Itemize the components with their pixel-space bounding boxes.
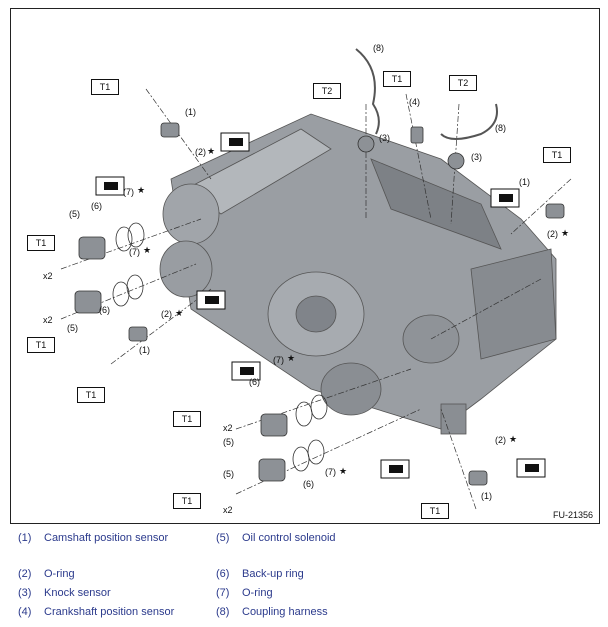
legend-text: O-ring (44, 568, 75, 580)
callout-2: (2) (547, 229, 558, 239)
callout-7: (7) (123, 187, 134, 197)
torque-label-t2: T2 (313, 83, 341, 99)
legend-number: (8) (216, 606, 230, 618)
torque-label-t1: T1 (543, 147, 571, 163)
callout-8: (8) (373, 43, 384, 53)
callout-5: (5) (223, 437, 234, 447)
callout-6: (6) (303, 479, 314, 489)
torque-label-t2: T2 (449, 75, 477, 91)
torque-label-t1: T1 (27, 235, 55, 251)
qty-x2: x2 (223, 423, 233, 433)
legend-number: (2) (18, 568, 32, 580)
legend-item: (7) O-ring (216, 587, 273, 601)
qty-x2: x2 (43, 315, 53, 325)
torque-label-t1: T1 (173, 411, 201, 427)
qty-x2: x2 (43, 271, 53, 281)
oil-can-glyphs (104, 138, 539, 473)
callout-2: (2) (195, 147, 206, 157)
star-mark: ★ (137, 185, 146, 195)
callout-6: (6) (249, 377, 260, 387)
torque-label-t1: T1 (173, 493, 201, 509)
legend-text: Knock sensor (44, 587, 111, 599)
legend-item: (6) Back-up ring (216, 568, 304, 582)
figure-code: FU-21356 (552, 510, 593, 520)
legend-text: Camshaft position sensor (44, 532, 169, 544)
torque-label-t1: T1 (91, 79, 119, 95)
callout-1: (1) (519, 177, 530, 187)
torque-label-t1: T1 (77, 387, 105, 403)
legend-item: (5) Oil control solenoid (216, 532, 336, 546)
star-mark: ★ (287, 353, 296, 363)
star-mark: ★ (509, 434, 518, 444)
torque-label-t1: T1 (421, 503, 449, 519)
star-mark: ★ (207, 146, 216, 156)
legend-item: (4) Crankshaft position sensor (18, 606, 174, 620)
legend-item: (3) Knock sensor (18, 587, 111, 601)
callout-1: (1) (185, 107, 196, 117)
callout-6: (6) (99, 305, 110, 315)
legend-number: (5) (216, 532, 230, 544)
legend-item: (8) Coupling harness (216, 606, 328, 620)
legend-text: Oil control solenoid (242, 532, 336, 544)
star-mark: ★ (175, 308, 184, 318)
engine-illustration (60, 48, 572, 510)
legend-number: (3) (18, 587, 32, 599)
torque-label-t1: T1 (27, 337, 55, 353)
legend-number: (4) (18, 606, 32, 618)
legend-number: (6) (216, 568, 230, 580)
legend-text: Back-up ring (242, 568, 304, 580)
engine-block (159, 113, 557, 435)
callout-1: (1) (481, 491, 492, 501)
qty-x2: x2 (223, 505, 233, 515)
callout-8: (8) (495, 123, 506, 133)
engine-diagram: T1 T1 T1 T1 T1 T1 T1 T1 T2 T2 T1 (1) (1)… (10, 8, 600, 524)
callout-7: (7) (325, 467, 336, 477)
star-mark: ★ (561, 228, 570, 238)
callout-4: (4) (409, 97, 420, 107)
callout-3: (3) (471, 152, 482, 162)
callout-7: (7) (129, 247, 140, 257)
callout-2: (2) (495, 435, 506, 445)
legend-text: O-ring (242, 587, 273, 599)
legend-item: (2) O-ring (18, 568, 75, 582)
legend-text: Coupling harness (242, 606, 328, 618)
legend-number: (1) (18, 532, 32, 544)
legend-number: (7) (216, 587, 230, 599)
callout-5: (5) (67, 323, 78, 333)
callout-1: (1) (139, 345, 150, 355)
callout-7: (7) (273, 355, 284, 365)
legend-text: Crankshaft position sensor (44, 606, 175, 618)
callout-2: (2) (161, 309, 172, 319)
parts (74, 48, 565, 486)
callout-5: (5) (223, 469, 234, 479)
legend-item: (1) Camshaft position sensor (18, 532, 168, 546)
callout-6: (6) (91, 201, 102, 211)
callout-5: (5) (69, 209, 80, 219)
torque-label-t1: T1 (383, 71, 411, 87)
star-mark: ★ (143, 245, 152, 255)
star-mark: ★ (339, 466, 348, 476)
callout-3: (3) (379, 133, 390, 143)
